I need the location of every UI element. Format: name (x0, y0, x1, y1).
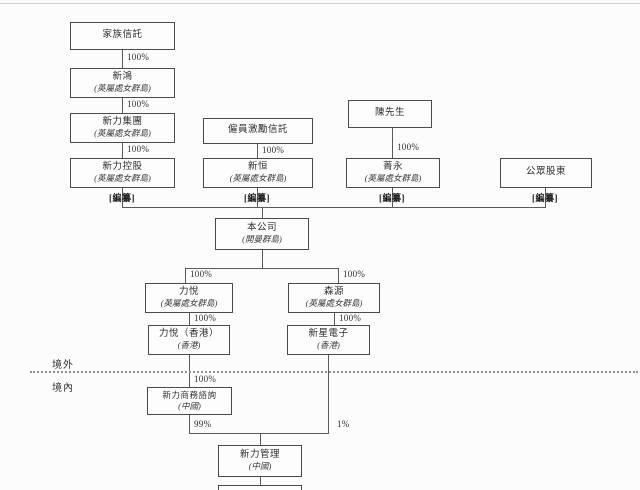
node-label: 陳先生 (374, 108, 405, 119)
node-the-company: 本公司 (開曼群島) (215, 218, 309, 250)
pct-liyue-liyuehk: 100% (194, 313, 217, 323)
node-public-shareholders: 公眾股東 (500, 158, 592, 188)
offshore-label: 境外 (52, 360, 74, 371)
node-jurisdiction: (英屬處女群島) (229, 173, 287, 183)
node-jurisdiction: (中國) (248, 461, 272, 471)
node-label: 新力控股 (102, 161, 143, 172)
node-jurisdiction: (香港) (177, 340, 201, 350)
pct-liyuehk-consulting: 100% (194, 374, 217, 384)
connector-line (260, 433, 261, 445)
connector-line (392, 128, 393, 158)
node-label: 森源 (323, 286, 344, 297)
connector-line (257, 144, 258, 158)
node-family-trust: 家族信託 (70, 22, 175, 50)
node-xinhong: 新鴻 (英屬處女群島) (70, 68, 175, 98)
node-label: 菁永 (382, 161, 403, 172)
connector-line (122, 98, 123, 113)
connector-line (262, 250, 263, 268)
node-jurisdiction: (英屬處女群島) (160, 298, 218, 308)
node-jurisdiction: (香港) (317, 340, 340, 350)
node-liyue-hk: 力悅（香港） (香港) (148, 325, 230, 355)
connector-line (185, 268, 338, 269)
redacted-label-xinheng: [編纂] (244, 193, 270, 203)
pct-senyuan-xinxing: 100% (339, 313, 362, 323)
connector-line (328, 355, 329, 433)
redacted-label-sinic-holdings: [編纂] (109, 193, 135, 203)
node-xinheng: 新恒 (英屬處女群島) (203, 158, 313, 188)
node-label: 僱員激勵信託 (227, 125, 288, 136)
node-jurisdiction: (英屬處女群島) (94, 83, 151, 93)
connector-bus-line (122, 207, 546, 208)
node-jurisdiction: (開曼群島) (242, 234, 282, 244)
node-senyuan-bvi: 森源 (英屬處女群島) (288, 283, 380, 313)
node-jurisdiction: (英屬處女群島) (94, 128, 151, 138)
node-label: 新恒 (247, 161, 268, 172)
redacted-label-jingyong: [編纂] (379, 193, 405, 203)
connector-line (189, 415, 190, 433)
pct-xinxing-management: 1% (337, 419, 350, 429)
pct-chen-jingyong: 100% (397, 142, 420, 152)
node-liyue-bvi: 力悅 (英屬處女群島) (145, 283, 233, 313)
pct-consulting-management: 99% (194, 419, 212, 429)
connector-line (185, 268, 186, 283)
pct-group-holdings: 100% (127, 144, 150, 154)
connector-line (189, 433, 329, 434)
connector-line (545, 188, 546, 207)
pct-company-liyue: 100% (190, 269, 213, 279)
redacted-label-public: [編纂] (532, 193, 558, 203)
node-xinxing-electronics: 新星電子 (香港) (287, 325, 370, 355)
pct-xinhong-group: 100% (127, 99, 150, 109)
node-label: 家族信託 (102, 30, 143, 41)
connector-line (122, 143, 123, 158)
node-label: 新力商務諮詢 (162, 389, 217, 400)
connector-line (262, 207, 263, 218)
connector-line (122, 50, 123, 68)
node-sinic-management: 新力管理 (中國) (218, 445, 302, 477)
node-jurisdiction: (英屬處女群島) (305, 298, 363, 308)
connector-line (257, 188, 258, 207)
node-jurisdiction: (中國) (178, 401, 201, 411)
node-label: 新鴻 (112, 71, 133, 82)
node-employee-trust: 僱員激勵信託 (203, 118, 313, 144)
node-mr-chen: 陳先生 (348, 100, 432, 128)
node-sinic-group: 新力集團 (英屬處女群島) (70, 113, 175, 143)
pct-company-senyuan: 100% (343, 269, 366, 279)
node-jurisdiction: (英屬處女群島) (364, 173, 422, 183)
connector-line (122, 188, 123, 207)
page-top-border (0, 3, 640, 4)
pct-employee-trust-xinheng: 100% (262, 145, 285, 155)
node-label: 公眾股東 (525, 167, 566, 178)
node-sinic-business-consulting: 新力商務諮詢 (中國) (147, 387, 232, 415)
node-label: 本公司 (246, 222, 277, 233)
node-sinic-holdings: 新力控股 (英屬處女群島) (70, 158, 175, 188)
node-label: 力悅 (178, 286, 199, 297)
node-label: 新力管理 (239, 449, 280, 460)
node-label: 力悅（香港） (158, 328, 219, 339)
node-label: 新星電子 (308, 328, 349, 339)
connector-line (260, 477, 261, 485)
connector-line (338, 268, 339, 283)
offshore-onshore-divider (30, 371, 638, 373)
node-jingyong: 菁永 (英屬處女群島) (346, 158, 440, 188)
connector-line (334, 313, 335, 325)
connector-line (189, 313, 190, 325)
pct-family-trust-xinhong: 100% (127, 52, 150, 62)
connector-line (392, 188, 393, 207)
node-jurisdiction: (英屬處女群島) (94, 173, 151, 183)
node-bottom-cutoff (218, 485, 302, 490)
node-label: 新力集團 (102, 116, 143, 127)
onshore-label: 境內 (52, 383, 74, 394)
